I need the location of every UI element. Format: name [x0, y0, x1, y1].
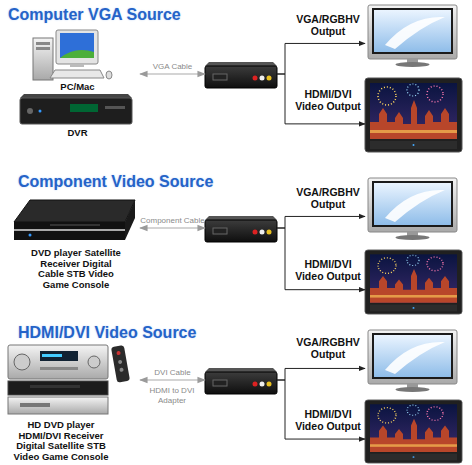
cable-label: VGA Cable	[153, 62, 193, 72]
vga-monitor: VGA/RGBHV Output	[365, 5, 460, 67]
lcd-monitor	[368, 178, 457, 240]
dvr-body	[20, 98, 132, 124]
receiver-display	[40, 351, 78, 361]
output-label: VGA/RGBHV Output	[292, 186, 364, 210]
dvd-tray	[50, 224, 100, 226]
source-section: DVD player Satellite Receiver Digital Ca…	[0, 165, 472, 318]
plasma-tv	[365, 78, 462, 152]
vga-monitor: VGA/RGBHV Output	[365, 330, 460, 392]
hdmi-tv: HDMI/DVI Video Output	[365, 78, 462, 152]
output-label: VGA/RGBHV Output	[292, 336, 364, 360]
output-arrow	[277, 380, 365, 439]
cable-label: DVI Cable	[154, 368, 190, 378]
device-label: DVR	[15, 128, 140, 139]
satellite-box	[8, 397, 108, 414]
hd-dvd-tray	[30, 385, 80, 388]
dvd-led	[29, 234, 32, 237]
pc-screen	[60, 33, 94, 58]
dvd-side	[125, 200, 135, 240]
dvr-slot	[105, 106, 125, 109]
plasma-tv	[365, 250, 462, 314]
device-label: DVD player Satellite Receiver Digital Ca…	[30, 248, 122, 290]
output-label: VGA/RGBHV Output	[292, 13, 364, 37]
satellite-panel	[20, 403, 50, 407]
source-section: PC/MacDVRVGA/RGBHV OutputHDMI/DVI Video …	[0, 0, 472, 165]
lcd-monitor	[368, 330, 457, 392]
hdmi-tv: HDMI/DVI Video Output	[365, 400, 462, 463]
remote-button	[118, 360, 123, 365]
vga-monitor: VGA/RGBHV Output	[365, 178, 460, 240]
dvd-top	[14, 200, 135, 222]
converter-box	[205, 364, 277, 396]
pc-monitor	[56, 30, 98, 64]
dvd-front	[14, 222, 125, 240]
cable-label: Component Cable	[140, 216, 204, 226]
converter-unit	[205, 62, 277, 88]
section-heading: Component Video Source	[18, 173, 338, 191]
converter-box	[205, 212, 277, 244]
dvr-display	[70, 104, 98, 112]
receiver-buttons	[40, 367, 78, 370]
converter-box	[205, 58, 277, 90]
remote-control	[111, 345, 130, 383]
pc-monitor-base	[70, 64, 84, 67]
pc-wallpaper	[60, 50, 94, 58]
source-section: HD DVD player HDMI/DVI Receiver Digital …	[0, 318, 472, 465]
cable-arrow	[140, 379, 205, 380]
adapter-note: HDMI to DVI Adapter	[144, 386, 200, 406]
dvr-led	[39, 110, 42, 113]
output-label: HDMI/DVI Video Output	[292, 408, 364, 432]
remote-button	[116, 351, 121, 356]
dvr-top	[20, 94, 132, 98]
section-heading: HDMI/DVI Video Source	[18, 324, 338, 342]
converter-unit	[205, 216, 277, 242]
output-arrow	[277, 43, 365, 74]
output-label: HDMI/DVI Video Output	[292, 258, 364, 282]
source-device: DVD player Satellite Receiver Digital Ca…	[12, 196, 140, 308]
mouse	[106, 71, 112, 79]
output-arrow	[277, 216, 365, 228]
output-arrow	[277, 228, 365, 290]
dvr-button	[27, 108, 33, 114]
device-label: HD DVD player HDMI/DVI Receiver Digital …	[9, 420, 113, 462]
output-label: HDMI/DVI Video Output	[292, 88, 364, 112]
pc-tower	[33, 38, 53, 80]
source-device: PC/MacDVR	[15, 28, 140, 146]
cable-arrow	[140, 227, 205, 228]
plasma-tv	[365, 400, 462, 463]
source-device: HD DVD player HDMI/DVI Receiver Digital …	[5, 343, 140, 465]
remote-button	[119, 368, 124, 373]
tuning-knob	[88, 356, 100, 368]
receiver-body	[8, 345, 108, 379]
remote-body	[111, 345, 130, 383]
output-arrow	[277, 368, 365, 380]
section-heading: Computer VGA Source	[8, 6, 328, 24]
drive-bay	[36, 42, 50, 45]
drive-bay	[36, 47, 50, 50]
keyboard	[50, 70, 104, 78]
device-label: PC/Mac	[15, 82, 140, 93]
output-arrow	[277, 74, 365, 124]
hdmi-tv: HDMI/DVI Video Output	[365, 250, 462, 314]
hd-dvd-body	[8, 381, 108, 395]
converter-unit	[205, 368, 277, 394]
volume-knob	[14, 354, 30, 370]
lcd-monitor	[368, 5, 457, 67]
cable-arrow	[140, 73, 205, 74]
receiver-readout	[42, 354, 62, 357]
dvd-strip	[14, 229, 125, 231]
